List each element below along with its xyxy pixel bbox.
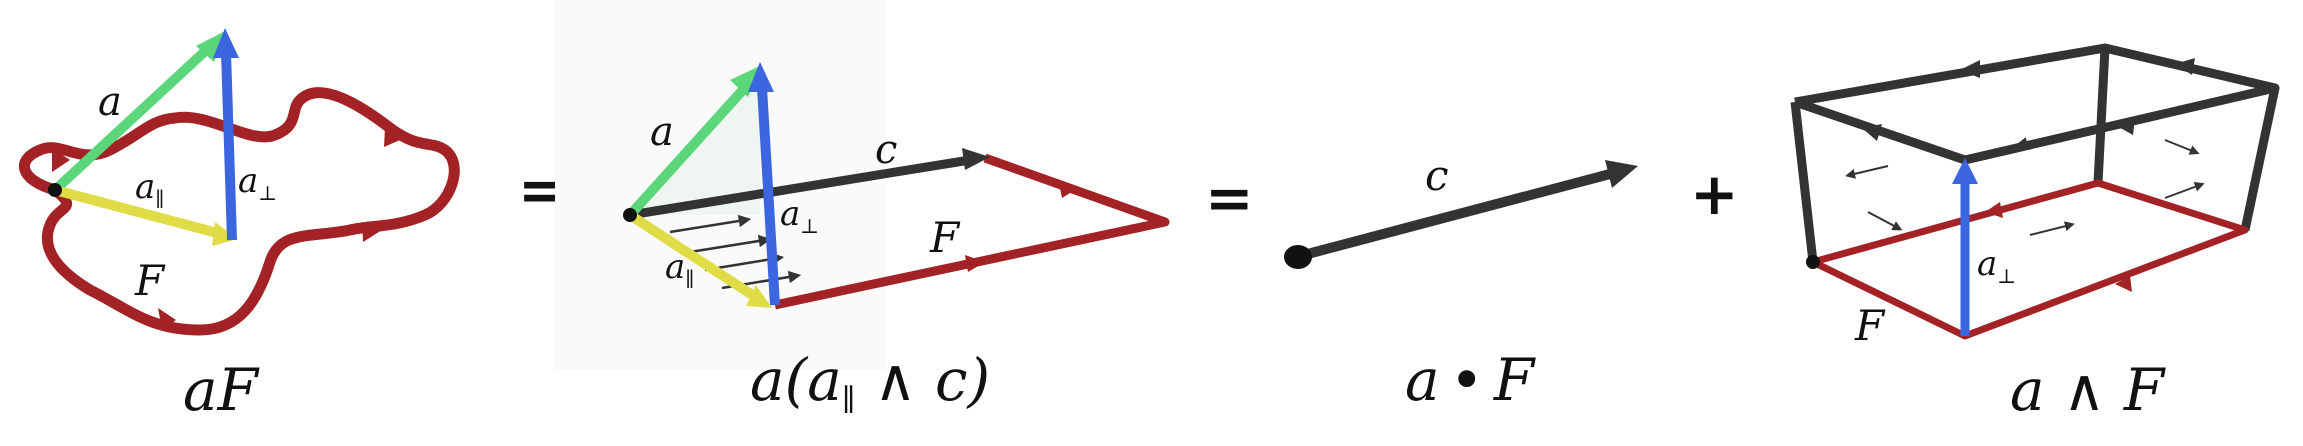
vector-a-arrowhead — [730, 65, 762, 97]
vector-c-arrowhead — [962, 148, 990, 170]
origin-point — [623, 208, 637, 222]
box-arrowhead — [1862, 124, 1882, 141]
vector-c-dark — [629, 155, 971, 220]
parallelogram-arrowhead — [1985, 202, 2003, 218]
caption-af: aF — [183, 356, 260, 424]
label-a-perp: a⊥ — [238, 161, 277, 205]
parallelogram-F — [1809, 179, 2249, 340]
vector-c-arrowhead — [1605, 160, 1638, 188]
vector-a-arrowhead — [196, 30, 227, 62]
panel-af: a a∥ a⊥ F aF — [18, 28, 460, 424]
box-arrowhead — [2115, 118, 2135, 135]
loop-arrowhead — [384, 128, 400, 147]
vector-a-par-yellow — [627, 210, 763, 305]
small-arrow — [2164, 139, 2200, 155]
vector-c-dark — [1298, 169, 1612, 261]
caption-a-wedge-F: a ∧ F — [2010, 356, 2166, 424]
vector-a-perp-arrowhead — [213, 28, 239, 58]
box-edge-back — [2093, 47, 2110, 184]
box-arrowhead — [1960, 60, 1980, 78]
label-a: a — [98, 79, 122, 125]
vector-a-green — [626, 78, 754, 219]
vector-a-perp-blue — [757, 87, 780, 306]
operator-plus: + — [1690, 160, 1739, 228]
label-F: F — [1854, 301, 1886, 350]
panel-a-apar-wedge-c: a c a⊥ F a∥ a(a∥ ∧ c) — [555, 0, 1170, 418]
label-c: c — [1425, 151, 1449, 200]
origin-point — [1284, 245, 1312, 269]
loop-arrowhead — [52, 148, 70, 172]
label-a-par: a∥ — [665, 247, 695, 291]
loop-arrowhead — [362, 222, 382, 242]
parallelogram-arrowhead — [1058, 179, 1075, 198]
vector-a-perp-arrowhead — [1952, 158, 1978, 184]
vector-a-perp-arrowhead — [748, 62, 774, 92]
label-c: c — [875, 127, 897, 173]
small-arrow — [2017, 134, 2063, 147]
label-a-perp: a⊥ — [780, 194, 819, 238]
label-F: F — [929, 213, 961, 262]
small-arrow — [1845, 165, 1889, 179]
label-F: F — [134, 256, 166, 305]
parallelogram-arrowhead — [965, 255, 985, 272]
label-a-par: a∥ — [135, 167, 165, 211]
small-arrow — [2164, 182, 2205, 199]
caption-a-apar-wedge-c: a(a∥ ∧ c) — [750, 346, 990, 418]
box-edge-left — [1790, 101, 1818, 263]
vector-a-par-arrowhead — [746, 285, 772, 308]
small-arrow — [689, 234, 772, 254]
origin-point — [48, 183, 62, 197]
box-top-edges — [1793, 43, 2280, 165]
vector-a-green — [51, 38, 219, 194]
label-a-perp: a⊥ — [1977, 244, 2016, 288]
loop-F — [18, 87, 460, 336]
vector-a-par-yellow — [53, 185, 227, 240]
box-edge-right — [2240, 87, 2280, 231]
caption-a-dot-F: a•F — [1405, 346, 1536, 414]
small-arrow — [669, 214, 752, 234]
operator-equals-2: = — [1205, 164, 1254, 232]
box-arrowhead — [2175, 58, 2195, 75]
small-arrow — [2029, 221, 2075, 236]
loop-arrowhead — [158, 308, 176, 330]
panel-a-wedge-F: a⊥ F a ∧ F — [1790, 43, 2280, 424]
label-a: a — [650, 109, 674, 155]
vector-a-perp-blue — [221, 51, 237, 241]
small-arrow — [1867, 211, 1903, 231]
origin-point — [1806, 255, 1820, 269]
panel-a-dot-F: c a•F — [1284, 151, 1638, 414]
parallelogram-arrowhead — [2115, 276, 2132, 292]
parallelogram-F — [774, 153, 1170, 310]
